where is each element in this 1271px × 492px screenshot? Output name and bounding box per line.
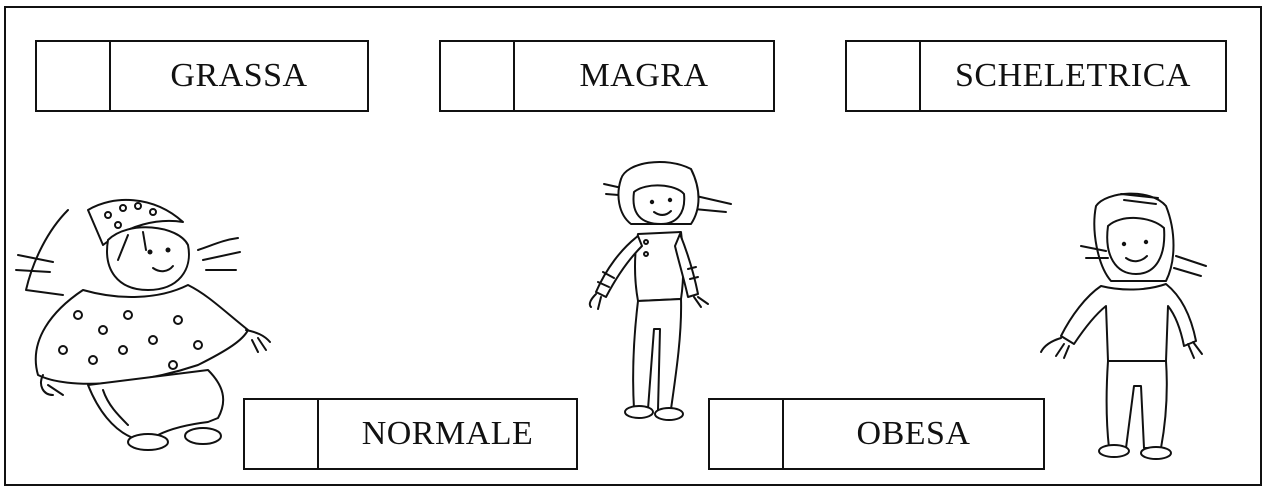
worksheet-frame: GRASSA MAGRA SCHELETRICA NORMALE OBESA	[4, 6, 1262, 486]
checkbox-obesa[interactable]	[710, 400, 784, 468]
label-magra: MAGRA	[579, 57, 709, 94]
label-box-scheletrica: SCHELETRICA	[845, 40, 1227, 112]
label-box-normale: NORMALE	[243, 398, 578, 470]
normal-girl-illustration	[1040, 192, 1207, 460]
label-box-grassa: GRASSA	[35, 40, 369, 112]
checkbox-normale[interactable]	[245, 400, 319, 468]
thin-girl-illustration	[588, 161, 732, 421]
chubby-girl-illustration	[15, 198, 271, 451]
label-box-magra: MAGRA	[439, 40, 775, 112]
label-obesa: OBESA	[856, 415, 971, 452]
label-scheletrica: SCHELETRICA	[955, 57, 1191, 94]
label-grassa: GRASSA	[170, 57, 308, 94]
label-normale: NORMALE	[361, 415, 534, 452]
checkbox-magra[interactable]	[441, 42, 515, 110]
checkbox-scheletrica[interactable]	[847, 42, 921, 110]
label-box-obesa: OBESA	[708, 398, 1045, 470]
checkbox-grassa[interactable]	[37, 42, 111, 110]
